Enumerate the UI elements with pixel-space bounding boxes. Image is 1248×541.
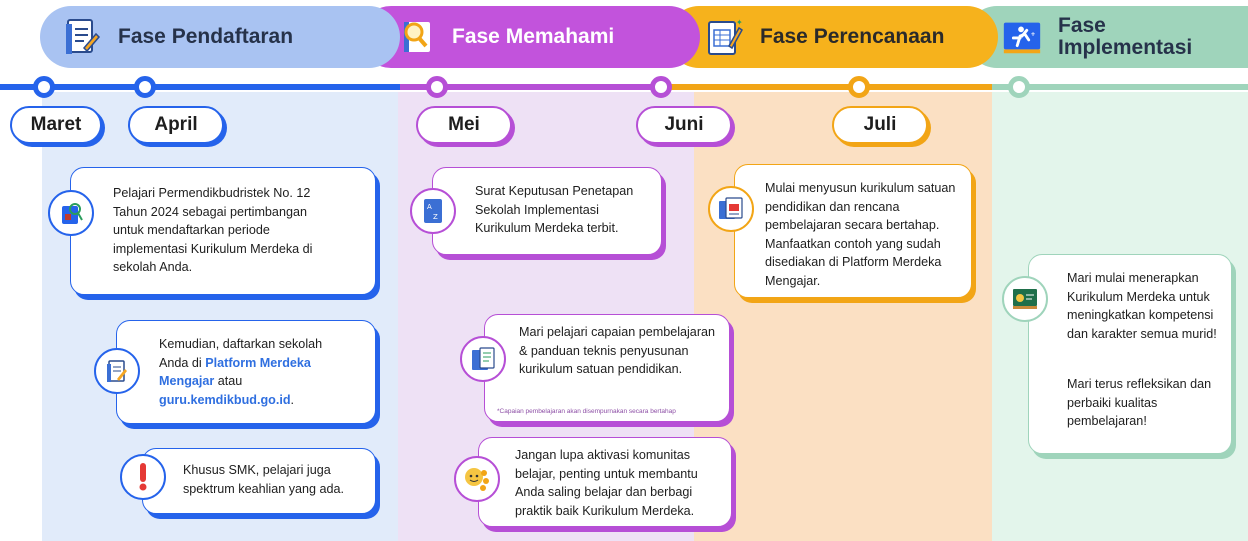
card-khusus-smk: Khusus SMK, pelajari juga spektrum keahl… bbox=[142, 448, 376, 514]
timeline-line-orange bbox=[668, 84, 992, 90]
exclamation-icon bbox=[120, 454, 166, 500]
timeline-dot-april bbox=[134, 76, 156, 98]
card-text: Mari pelajari capaian pembelajaran & pan… bbox=[519, 325, 716, 376]
card-text-mid: atau bbox=[214, 374, 243, 388]
timeline-line-purple bbox=[400, 84, 668, 90]
svg-text:✦: ✦ bbox=[736, 18, 743, 27]
phase-pendaftaran: Fase Pendaftaran bbox=[40, 6, 400, 68]
month-april: April bbox=[128, 106, 224, 144]
document-pencil-icon bbox=[60, 15, 104, 59]
timeline-dot-mei bbox=[426, 76, 448, 98]
month-maret: Maret bbox=[10, 106, 102, 144]
column-perencanaan-bg bbox=[694, 92, 992, 541]
timeline-dot-implementasi bbox=[1008, 76, 1030, 98]
planning-documents-icon bbox=[708, 186, 754, 232]
guru-kemdikbud-link[interactable]: guru.kemdikbud.go.id bbox=[159, 392, 291, 407]
clipboard-plan-icon: ✦ bbox=[702, 15, 746, 59]
phase-label-line1: Fase bbox=[1058, 14, 1106, 37]
card-text: Khusus SMK, pelajari juga spektrum keahl… bbox=[183, 463, 345, 496]
card-menerapkan-kurikulum: Mari mulai menerapkan Kurikulum Merdeka … bbox=[1028, 254, 1232, 454]
card-daftarkan-sekolah: Kemudian, daftarkan sekolah Anda di Plat… bbox=[116, 320, 376, 424]
phase-implementasi: + Fase Implementasi bbox=[966, 6, 1248, 68]
timeline-line-green bbox=[992, 84, 1248, 90]
phase-perencanaan: ✦ Fase Perencanaan bbox=[668, 6, 998, 68]
card-footnote: *Capaian pembelajaran akan disempurnakan… bbox=[497, 408, 676, 415]
phase-label: Fase Implementasi bbox=[1058, 15, 1192, 59]
card-text-pre: Kemudian, daftarkan sekolah Anda di bbox=[159, 337, 323, 370]
phase-label: Fase Pendaftaran bbox=[118, 25, 294, 48]
svg-text:+: + bbox=[1031, 32, 1036, 38]
card-text-2: Mari terus refleksikan dan perbaiki kual… bbox=[1067, 377, 1212, 428]
svg-text:A: A bbox=[427, 203, 432, 211]
card-surat-keputusan: Surat Keputusan Penetapan Sekolah Implem… bbox=[432, 167, 662, 255]
classroom-board-icon bbox=[1002, 276, 1048, 322]
regulation-book-icon bbox=[48, 190, 94, 236]
registration-form-icon bbox=[94, 348, 140, 394]
phase-memahami: Fase Memahami bbox=[360, 6, 700, 68]
phase-label-line2: Implementasi bbox=[1058, 36, 1193, 59]
month-juli: Juli bbox=[832, 106, 928, 144]
timeline-dot-juni bbox=[650, 76, 672, 98]
guidebook-icon bbox=[460, 336, 506, 382]
card-pelajari-permendikbud: Pelajari Permendikbudristek No. 12 Tahun… bbox=[70, 167, 376, 295]
timeline-dot-maret bbox=[33, 76, 55, 98]
magnifier-book-icon bbox=[394, 15, 438, 59]
svg-text:Z: Z bbox=[433, 213, 438, 221]
timeline-line-blue bbox=[0, 84, 400, 90]
card-text-1: Mari mulai menerapkan Kurikulum Merdeka … bbox=[1067, 271, 1217, 341]
card-text: Surat Keputusan Penetapan Sekolah Implem… bbox=[475, 184, 634, 235]
phase-label: Fase Memahami bbox=[452, 25, 615, 48]
card-text: Kemudian, daftarkan sekolah Anda di Plat… bbox=[159, 335, 339, 409]
month-mei: Mei bbox=[416, 106, 512, 144]
card-text: Mulai menyusun kurikulum satuan pendidik… bbox=[765, 181, 956, 288]
phase-label: Fase Perencanaan bbox=[760, 25, 945, 48]
timeline-dot-juli bbox=[848, 76, 870, 98]
card-text-post: . bbox=[290, 392, 295, 407]
teacher-board-icon: + bbox=[1000, 15, 1044, 59]
card-komunitas-belajar: Jangan lupa aktivasi komunitas belajar, … bbox=[478, 437, 732, 527]
month-juni: Juni bbox=[636, 106, 732, 144]
card-capaian-pembelajaran: Mari pelajari capaian pembelajaran & pan… bbox=[484, 314, 730, 422]
card-text: Jangan lupa aktivasi komunitas belajar, … bbox=[515, 448, 698, 518]
card-text: Pelajari Permendikbudristek No. 12 Tahun… bbox=[113, 186, 313, 274]
community-chat-icon bbox=[454, 456, 500, 502]
platform-merdeka-mengajar-link[interactable]: Platform Merdeka Mengajar bbox=[159, 355, 311, 389]
card-menyusun-kurikulum: Mulai menyusun kurikulum satuan pendidik… bbox=[734, 164, 972, 298]
